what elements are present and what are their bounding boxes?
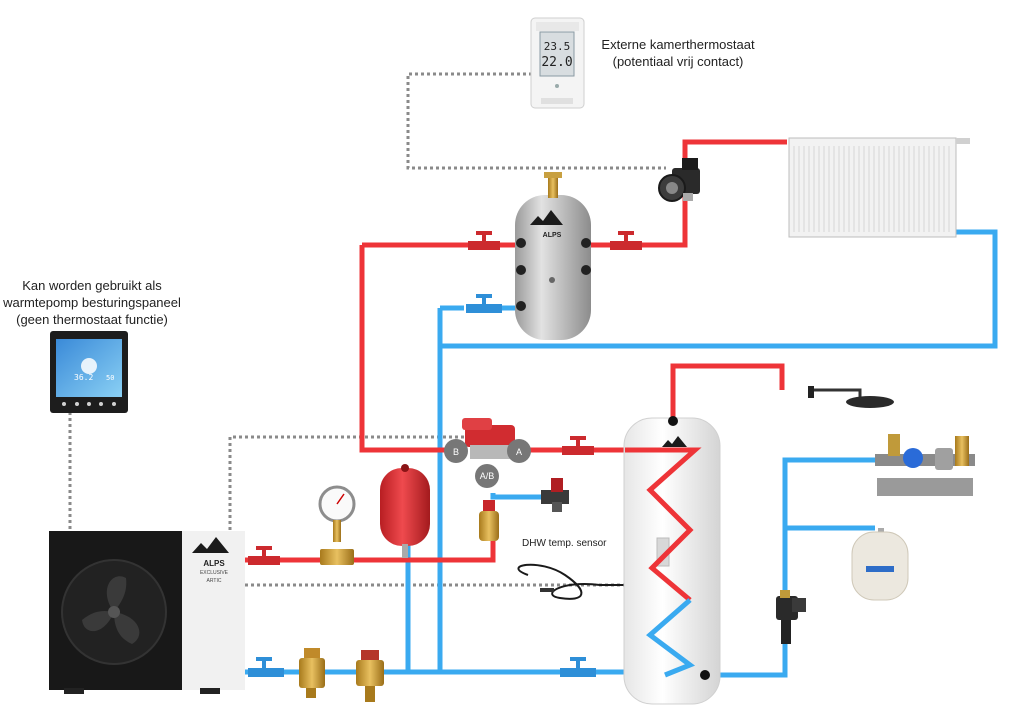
radiator xyxy=(788,137,970,238)
return-pipes xyxy=(245,229,998,678)
thermostat-temp-bottom: 22.0 xyxy=(541,55,572,70)
valve-heatpump-supply xyxy=(248,546,280,565)
signal-wires xyxy=(68,72,666,587)
valve-dhw-return xyxy=(560,657,596,677)
buffer-tank: ALPS xyxy=(515,172,591,340)
dhw-temp-sensor xyxy=(517,563,625,600)
port-b-label: B xyxy=(453,447,459,457)
port-ab-label: A/B xyxy=(480,471,495,481)
mountain-logo-icon xyxy=(530,210,563,225)
valve-buffer-return xyxy=(466,294,502,313)
dhw-expansion-vessel xyxy=(851,528,909,601)
valve-handle-icon xyxy=(476,231,492,235)
panel-temp-left: 36.2 xyxy=(74,373,93,382)
fan-icon xyxy=(82,576,140,644)
port-ab xyxy=(475,464,499,488)
return-strainer-fittings xyxy=(299,648,384,702)
valve-heatpump-return xyxy=(248,657,284,677)
buffer-brand: ALPS xyxy=(543,232,562,239)
panel-temp-right: 50 xyxy=(106,374,114,382)
gauge-icon xyxy=(336,493,345,505)
valve-buffer-supply-in xyxy=(468,231,500,250)
pressure-gauge xyxy=(318,485,356,565)
port-b xyxy=(444,439,468,463)
ball-valves xyxy=(248,231,642,677)
expansion-vessel xyxy=(380,464,430,558)
control-panel-label: Kan worden gebruikt als warmtepomp bestu… xyxy=(3,278,181,327)
dhw-tank xyxy=(623,416,721,705)
external-room-thermostat: 23.5 22.0 xyxy=(530,17,585,109)
circulation-pump xyxy=(658,158,700,202)
dhw-sensor-label: DHW temp. sensor xyxy=(522,538,607,549)
heat-pump-control-panel: 36.2 50 xyxy=(50,331,128,413)
dhw-safety-group xyxy=(776,590,806,644)
heat-pump-unit: ALPS EXCLUSIVE ARTIC xyxy=(49,531,245,694)
shower-icon xyxy=(814,388,862,398)
shower-head xyxy=(808,386,894,408)
heat-pump-model: ARTIC xyxy=(207,578,222,584)
pump-icon xyxy=(666,182,678,194)
three-way-valve: B A A/B xyxy=(444,418,531,488)
heat-pump-brand-sub: EXCLUSIVE xyxy=(200,570,229,576)
water-meter-group xyxy=(875,434,975,496)
port-a-label: A xyxy=(516,447,522,457)
valve-dhw-supply xyxy=(562,436,594,455)
heat-pump-brand: ALPS xyxy=(203,559,225,568)
external-thermostat-label: Externe kamerthermostaat (potentiaal vri… xyxy=(601,37,755,69)
port-a xyxy=(507,439,531,463)
fill-valve xyxy=(541,478,569,512)
panel-mode-icon xyxy=(81,358,97,374)
valve-buffer-supply-out xyxy=(610,231,642,250)
safety-relief-valve xyxy=(479,500,499,541)
thermostat-temp-top: 23.5 xyxy=(544,40,571,53)
